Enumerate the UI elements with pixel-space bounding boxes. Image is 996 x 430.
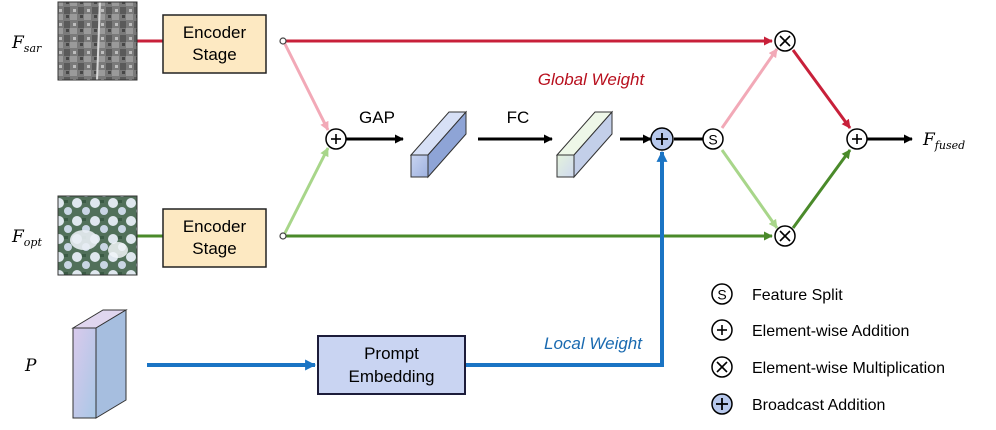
sar-to-add-line <box>282 41 330 131</box>
legend-broadcast-text: Broadcast Addition <box>752 397 885 414</box>
split-to-opt-mul-line <box>720 149 779 229</box>
sar-branch-point <box>279 37 287 45</box>
global-weight-label: Global Weight <box>538 70 646 89</box>
sar-mul-to-add-line <box>791 49 852 129</box>
legend: S Feature Split Element-wise Addition El… <box>711 283 945 415</box>
fc-block <box>555 110 614 179</box>
sar-input-label: Fsar <box>11 33 42 55</box>
prompt-embedding-label-1: Prompt <box>364 344 419 363</box>
opt-encoder-label-1: Encoder <box>183 217 247 236</box>
opt-encoder-label-2: Stage <box>192 239 236 258</box>
embedding-to-broadcast-line <box>465 150 668 367</box>
sar-image <box>57 1 138 81</box>
opt-mul-to-add-line <box>791 149 852 229</box>
split-to-sar-mul-line <box>720 48 779 129</box>
split-symbol: S <box>708 132 717 148</box>
sar-multiply-node <box>774 30 796 52</box>
optical-image <box>57 195 138 276</box>
legend-item-mul: Element-wise Multiplication <box>711 356 945 378</box>
sar-encoder-label-2: Stage <box>192 45 236 64</box>
prompt-embedding-label-2: Embedding <box>348 367 434 386</box>
opt-encoder-stage: Encoder Stage <box>162 208 267 268</box>
final-add-node <box>846 128 868 150</box>
feature-add-node <box>325 128 347 150</box>
legend-add-text: Element-wise Addition <box>752 323 909 340</box>
fc-label: FC <box>507 108 530 127</box>
gap-label: GAP <box>359 108 395 127</box>
sar-encoder-stage: Encoder Stage <box>162 14 267 74</box>
opt-multiply-node <box>774 225 796 247</box>
opt-to-add-line <box>282 147 330 236</box>
fused-output-label: Ffused <box>922 130 965 152</box>
legend-mul-text: Element-wise Multiplication <box>752 360 945 377</box>
prompt-input-label: P <box>24 356 37 376</box>
legend-item-split: S Feature Split <box>711 283 843 305</box>
legend-item-add: Element-wise Addition <box>711 319 909 341</box>
legend-split-text: Feature Split <box>752 287 843 304</box>
opt-input-label: Fopt <box>11 227 42 249</box>
prompt-embedding-block: Prompt Embedding <box>317 335 466 395</box>
legend-split-symbol: S <box>717 287 726 303</box>
gap-block <box>409 110 468 179</box>
sar-encoder-label-1: Encoder <box>183 23 247 42</box>
prompt-tensor <box>71 309 128 419</box>
local-weight-label: Local Weight <box>544 334 643 353</box>
feature-split-node: S <box>702 128 724 150</box>
opt-branch-point <box>279 232 287 240</box>
broadcast-add-node <box>650 127 674 151</box>
legend-item-broadcast: Broadcast Addition <box>711 393 885 415</box>
